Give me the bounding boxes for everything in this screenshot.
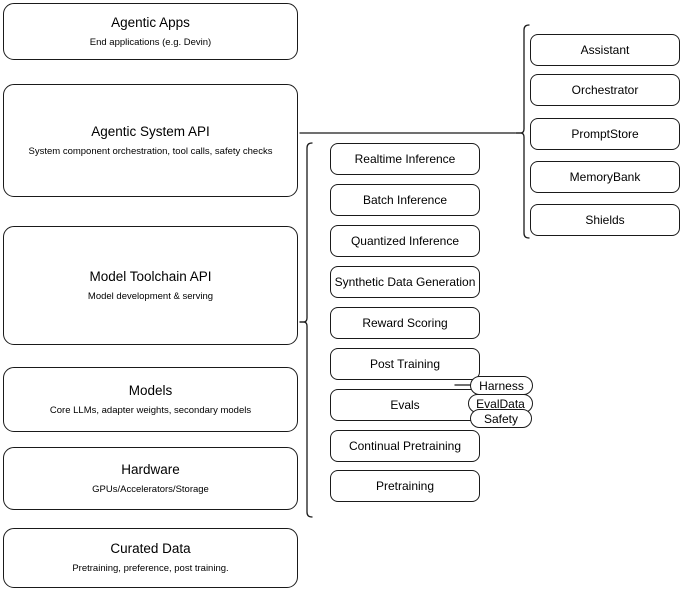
layer-subtitle: GPUs/Accelerators/Storage xyxy=(92,483,209,495)
system-item-shields[interactable]: Shields xyxy=(530,204,680,236)
brace-system-top xyxy=(515,24,530,134)
toolchain-item-label: Post Training xyxy=(369,356,441,371)
layer-title: Agentic System API xyxy=(91,123,210,139)
evals-subitem-label: Safety xyxy=(483,411,519,426)
layer-box-agentic-apps[interactable]: Agentic Apps End applications (e.g. Devi… xyxy=(3,3,298,60)
evals-subitem-label: EvalData xyxy=(476,396,525,411)
layer-subtitle: Pretraining, preference, post training. xyxy=(72,563,229,574)
toolchain-item-label: Evals xyxy=(390,397,420,412)
brace-system-bottom xyxy=(515,132,530,239)
layer-box-hardware[interactable]: Hardware GPUs/Accelerators/Storage xyxy=(3,447,298,510)
layer-title: Agentic Apps xyxy=(111,14,190,30)
layer-subtitle: Core LLMs, adapter weights, secondary mo… xyxy=(49,404,252,416)
layer-box-curated-data[interactable]: Curated Data Pretraining, preference, po… xyxy=(3,528,298,588)
toolchain-item-synthetic-data-generation[interactable]: Synthetic Data Generation xyxy=(330,266,480,298)
toolchain-item-batch-inference[interactable]: Batch Inference xyxy=(330,184,480,216)
toolchain-item-continual-pretraining[interactable]: Continual Pretraining xyxy=(330,430,480,462)
brace-toolchain-top xyxy=(299,142,313,323)
evals-subitem-safety[interactable]: Safety xyxy=(470,409,532,428)
toolchain-item-label: Reward Scoring xyxy=(362,315,448,330)
layer-subtitle: Model development & serving xyxy=(87,290,214,302)
system-item-label: Orchestrator xyxy=(571,82,639,97)
layer-title: Hardware xyxy=(121,461,180,477)
layer-subtitle: End applications (e.g. Devin) xyxy=(89,36,212,48)
toolchain-item-label: Batch Inference xyxy=(362,192,448,207)
toolchain-item-label: Realtime Inference xyxy=(354,151,456,166)
toolchain-item-reward-scoring[interactable]: Reward Scoring xyxy=(330,307,480,339)
toolchain-item-post-training[interactable]: Post Training xyxy=(330,348,480,380)
system-item-orchestrator[interactable]: Orchestrator xyxy=(530,74,680,106)
system-item-label: Shields xyxy=(585,212,625,227)
layer-box-agentic-system-api[interactable]: Agentic System API System component orch… xyxy=(3,84,298,197)
toolchain-item-label: Continual Pretraining xyxy=(348,438,462,453)
layer-title: Models xyxy=(128,382,173,398)
system-item-label: Assistant xyxy=(580,42,630,57)
system-item-memorybank[interactable]: MemoryBank xyxy=(530,161,680,193)
system-item-label: MemoryBank xyxy=(569,169,641,184)
toolchain-item-pretraining[interactable]: Pretraining xyxy=(330,470,480,502)
system-item-assistant[interactable]: Assistant xyxy=(530,34,680,66)
layer-title: Curated Data xyxy=(110,541,191,557)
layer-subtitle: System component orchestration, tool cal… xyxy=(28,145,273,157)
layer-box-models[interactable]: Models Core LLMs, adapter weights, secon… xyxy=(3,367,298,432)
system-item-label: PromptStore xyxy=(571,126,639,141)
system-item-promptstore[interactable]: PromptStore xyxy=(530,118,680,150)
layer-title: Model Toolchain API xyxy=(89,268,212,284)
toolchain-item-label: Quantized Inference xyxy=(350,233,460,248)
layer-box-model-toolchain-api[interactable]: Model Toolchain API Model development & … xyxy=(3,226,298,345)
toolchain-item-label: Synthetic Data Generation xyxy=(334,274,476,289)
toolchain-item-label: Pretraining xyxy=(375,478,435,493)
toolchain-item-evals[interactable]: Evals xyxy=(330,389,480,421)
toolchain-item-quantized-inference[interactable]: Quantized Inference xyxy=(330,225,480,257)
toolchain-item-realtime-inference[interactable]: Realtime Inference xyxy=(330,143,480,175)
evals-subitem-harness[interactable]: Harness xyxy=(470,376,533,395)
brace-toolchain-bottom xyxy=(299,321,313,518)
evals-subitem-label: Harness xyxy=(479,378,524,393)
